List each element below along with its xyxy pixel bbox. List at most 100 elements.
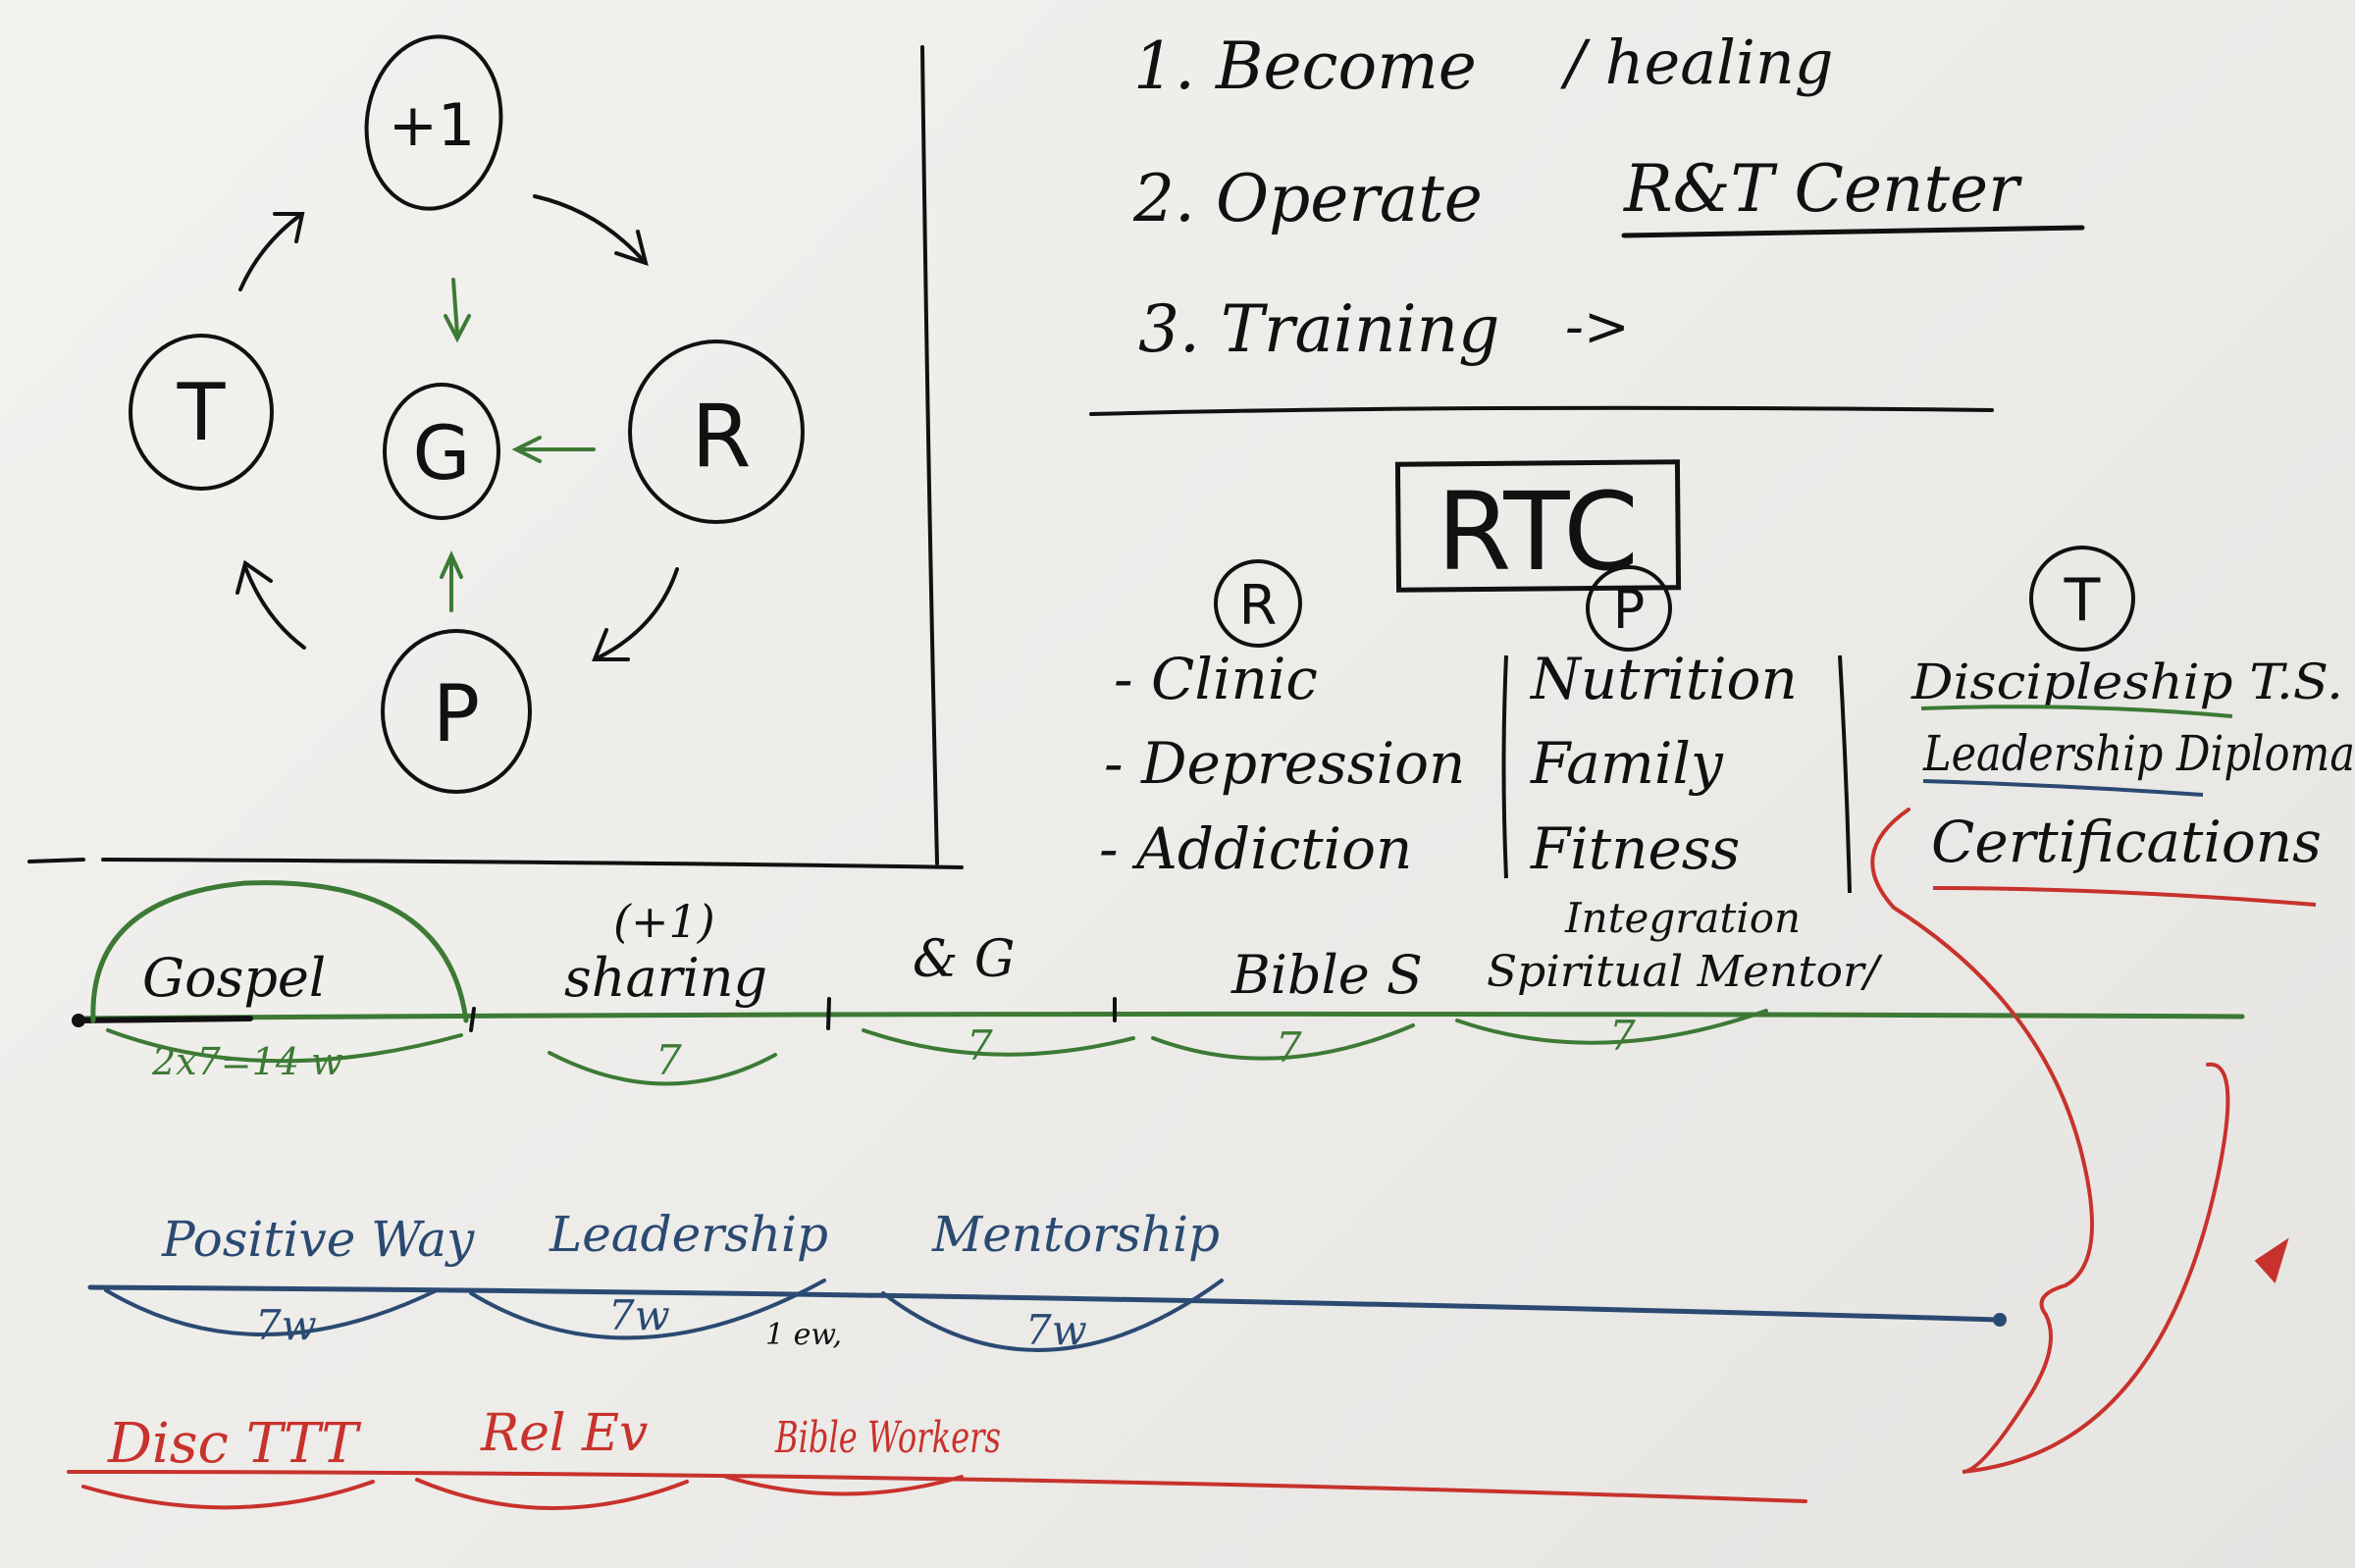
horizontal-divider-left: [27, 858, 964, 869]
rtc-item-addiction: - Addiction: [1099, 815, 1412, 882]
arrow-top-to-right: [533, 194, 645, 262]
node-label-bottom: P: [433, 668, 480, 759]
arrowhead-right-to-bottom: [592, 628, 630, 661]
green-tick-2: [826, 997, 831, 1030]
rtc-panel: RTC R P T - Clinic - Depression - Addict…: [1099, 459, 2355, 907]
green-line-start-black: [74, 1016, 253, 1023]
rtc-marker-p: P: [1613, 579, 1646, 641]
leadership-underline: [1922, 779, 2204, 797]
red-loop-connector: [1870, 808, 2230, 1474]
blue-seg-1-label: Positive Way: [161, 1211, 475, 1268]
rtc-marker-r-circle: [1214, 559, 1302, 648]
steps-list: 1. Become / healing 2. Operate R&T Cente…: [1132, 26, 2022, 367]
arrowhead-bottom-to-center: [440, 550, 463, 579]
green-brace-5: [1455, 1009, 1768, 1045]
green-seg-5-label2: Spiritual Mentor/: [1487, 947, 1883, 997]
rtc-item-certifications: Certifications: [1931, 809, 2322, 875]
discipleship-underline: [1920, 705, 2233, 718]
step-2-label: 2. Operate: [1132, 161, 1483, 236]
certifications-underline: [1932, 886, 2317, 907]
green-line-start-dot: [72, 1014, 85, 1027]
green-line: [76, 1011, 2245, 1021]
green-seg-4-sub: 7: [1276, 1023, 1302, 1071]
node-label-right: R: [691, 386, 751, 487]
rtc-column-divider-1: [1501, 654, 1508, 879]
blue-timeline: [87, 1279, 2007, 1352]
cycle-green-arrows: [440, 278, 596, 612]
node-label-left: T: [177, 367, 227, 458]
green-tick-1: [469, 1007, 476, 1032]
cycle-diagram: [129, 34, 805, 794]
green-seg-1-label: Gospel: [142, 947, 326, 1009]
green-seg-2-label2: sharing: [564, 947, 767, 1009]
blue-seg-3-sub: 7w: [1025, 1306, 1087, 1354]
red-timeline: [67, 808, 2289, 1510]
node-circle-bottom: [381, 629, 532, 794]
blue-brace-1: [104, 1288, 439, 1336]
blue-seg-3-label: Mentorship: [931, 1206, 1220, 1263]
rtc-item-nutrition: Nutrition: [1529, 646, 1798, 712]
node-circle-top: [364, 34, 503, 211]
rtc-item-family: Family: [1530, 730, 1724, 797]
red-seg-2-label: Rel Ev: [480, 1404, 648, 1463]
arrowhead-right-to-center: [511, 436, 542, 463]
green-brace-1: [106, 1028, 463, 1064]
red-seg-1-label: Disc TTT: [107, 1412, 361, 1476]
horizontal-divider-right: [1089, 405, 1994, 416]
rtc-item-depression: - Depression: [1104, 730, 1465, 797]
green-seg-5-sub: 7: [1609, 1012, 1636, 1060]
red-seg-3-label: Bible Workers: [774, 1413, 1001, 1463]
blue-line-end-dot: [1993, 1313, 2007, 1327]
step-3-label: 3. Training: [1138, 291, 1499, 367]
step-3-note: ->: [1565, 295, 1630, 359]
blue-seg-2-sub: 7w: [608, 1291, 670, 1339]
rtc-item-leadership: Leadership Diploma: [1922, 725, 2355, 782]
rtc-item-discipleship: Discipleship T.S.: [1910, 653, 2343, 710]
green-timeline: [72, 880, 2245, 1086]
rtc-column-divider-2: [1838, 654, 1852, 894]
cycle-labels: +1 T G R P: [177, 91, 752, 759]
green-seg-2-label: (+1): [613, 895, 715, 948]
node-circle-center: [383, 383, 500, 520]
step-2-underline: [1621, 225, 2085, 238]
arrow-left-to-top: [238, 214, 301, 291]
step-1-note: / healing: [1560, 26, 1833, 98]
blue-seg-2-extra: 1 ew,: [765, 1318, 842, 1352]
green-seg-5-label: Integration: [1564, 894, 1801, 942]
blue-brace-2: [469, 1279, 826, 1340]
rtc-item-clinic: - Clinic: [1114, 646, 1318, 712]
arrowhead-bottom-to-left: [236, 559, 273, 595]
arrowhead-top-to-center: [444, 314, 471, 343]
red-loop-arrowhead: [2254, 1237, 2289, 1283]
green-seg-1-sub: 2x7=14 w: [151, 1040, 343, 1083]
rtc-item-fitness: Fitness: [1530, 815, 1740, 882]
rtc-marker-t-circle: [2029, 546, 2135, 652]
node-circle-right: [628, 340, 805, 524]
red-brace-2: [415, 1478, 689, 1510]
green-brace-3: [862, 1028, 1135, 1057]
green-seg-2-sub: 7: [655, 1036, 682, 1084]
green-seg-4-label: Bible S: [1230, 944, 1423, 1006]
blue-line: [87, 1284, 2003, 1323]
arrowhead-left-to-top: [273, 212, 305, 243]
node-circle-left: [129, 334, 274, 491]
gospel-dome: [90, 880, 469, 1023]
node-label-center: G: [413, 409, 471, 497]
green-brace-4: [1151, 1023, 1415, 1061]
arrow-top-to-center: [451, 278, 459, 336]
arrowhead-top-to-right: [614, 230, 649, 267]
green-brace-2: [548, 1051, 777, 1086]
step-2-note: R&T Center: [1623, 151, 2022, 227]
green-timeline-labels: Gospel 2x7=14 w (+1) sharing 7 & G 7 Bib…: [142, 894, 1883, 1084]
red-timeline-labels: Disc TTT Rel Ev Bible Workers: [107, 1404, 1001, 1476]
rtc-title: RTC: [1437, 469, 1639, 595]
blue-brace-3: [881, 1279, 1224, 1352]
vertical-divider: [920, 45, 939, 865]
rtc-marker-t: T: [2064, 566, 2101, 635]
red-line: [67, 1470, 1807, 1503]
rtc-title-box: [1394, 459, 1682, 593]
red-brace-3: [724, 1475, 964, 1496]
blue-seg-2-label: Leadership: [549, 1206, 828, 1263]
